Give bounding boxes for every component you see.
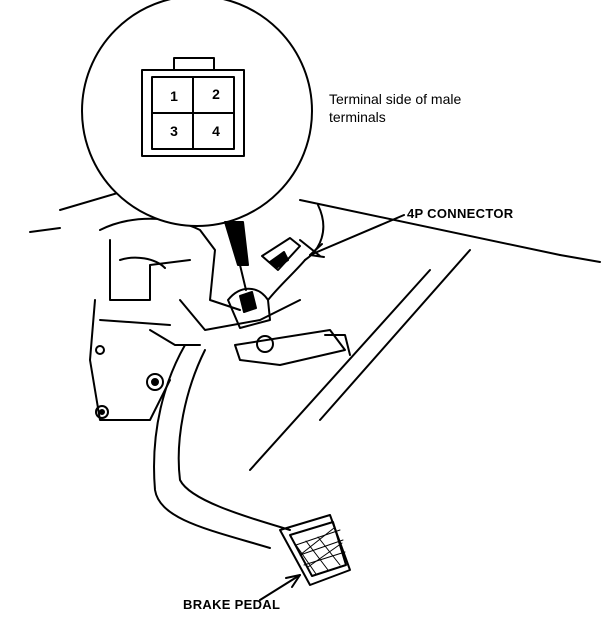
pin-2: 2	[212, 86, 220, 102]
terminal-side-label-line1: Terminal side of male	[329, 91, 462, 107]
pedal-pivot	[234, 329, 351, 366]
connector-label: 4P CONNECTOR	[407, 206, 514, 221]
pedal-arm	[153, 344, 291, 549]
pin-3: 3	[170, 123, 178, 139]
body-panel-lines	[29, 189, 601, 471]
brake-pedal-label: BRAKE PEDAL	[183, 597, 281, 612]
pin-1: 1	[170, 88, 178, 104]
brake-switch	[227, 204, 325, 329]
leader-lines	[259, 214, 405, 601]
terminal-side-label: Terminal side of male terminals	[329, 90, 461, 126]
connector-face	[141, 57, 245, 157]
pedal-bracket	[89, 217, 301, 421]
pedal-pad	[279, 514, 351, 586]
terminal-side-label-line2: terminals	[329, 109, 386, 125]
pin-4: 4	[212, 123, 220, 139]
